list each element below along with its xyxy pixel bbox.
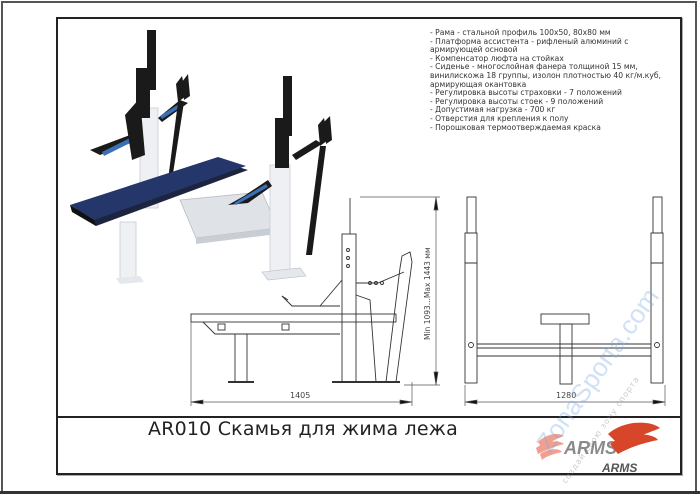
height-label: Min 1093...Max 1443 мм bbox=[423, 247, 432, 340]
right-upright bbox=[228, 76, 332, 281]
spec-item: - Допустимая нагрузка - 700 кг bbox=[430, 105, 556, 115]
drawing-sheet: - Рама - стальной профиль 100х50, 80х80 … bbox=[56, 17, 682, 475]
hand-icon bbox=[536, 434, 564, 460]
title-separator bbox=[58, 416, 680, 418]
spec-item: - Регулировка высоты стоек - 9 положений bbox=[430, 96, 604, 106]
bottom-rule bbox=[0, 491, 700, 494]
length-label: 1405 bbox=[290, 391, 311, 400]
spec-item: - Сиденье - многослойная фанера толщиной… bbox=[430, 62, 661, 89]
arms-logo: ARMS ARMS bbox=[536, 422, 660, 475]
technical-drawings bbox=[190, 196, 666, 406]
length-dimension bbox=[190, 322, 413, 406]
spec-item: - Платформа ассистента - рифленый алюмин… bbox=[430, 36, 629, 55]
red-swoosh-icon bbox=[608, 422, 660, 454]
side-view bbox=[190, 198, 413, 383]
width-label: 1280 bbox=[556, 391, 577, 400]
bench-3d-render bbox=[70, 30, 332, 284]
logo-wordmark-large: ARMS bbox=[563, 438, 617, 458]
logo-wordmark-small: ARMS bbox=[601, 461, 637, 475]
spec-item: - Отверстия для крепления к полу bbox=[430, 113, 569, 123]
spec-item: - Компенсатор люфта на стойках bbox=[430, 53, 564, 63]
width-dimension bbox=[464, 385, 666, 406]
front-view bbox=[464, 196, 664, 385]
seat-pad bbox=[70, 157, 248, 226]
spec-item: - Регулировка высоты страховки - 7 полож… bbox=[430, 88, 622, 98]
spec-item: - Рама - стальной профиль 100х50, 80х80 … bbox=[430, 28, 611, 37]
spec-item: - Порошковая термоотверждаемая краска bbox=[430, 122, 601, 132]
specifications-list: - Рама - стальной профиль 100х50, 80х80 … bbox=[430, 28, 680, 132]
document-title: AR010 Скамья для жима лежа bbox=[148, 418, 458, 440]
height-dimension bbox=[360, 196, 440, 386]
